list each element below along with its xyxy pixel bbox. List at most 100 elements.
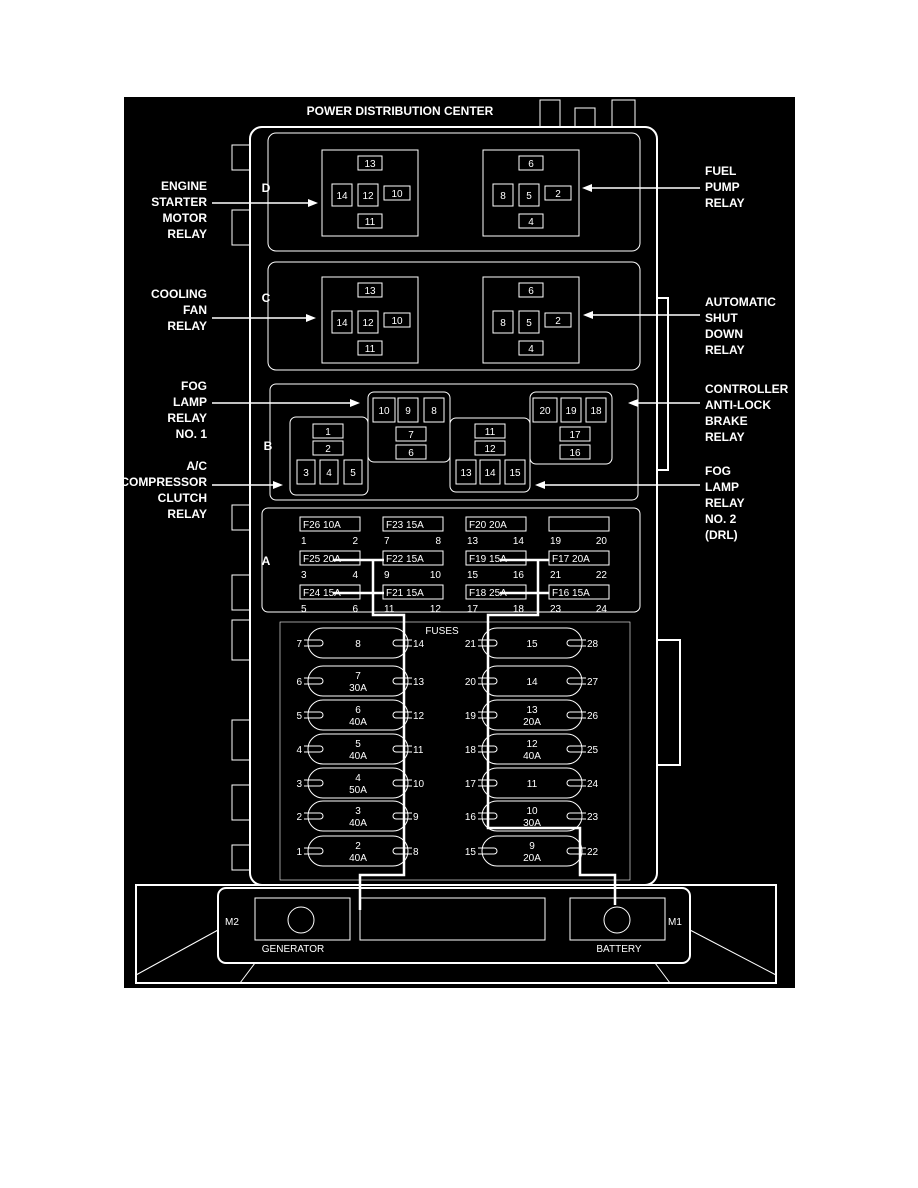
- maxi-fuse-pin: 13: [413, 677, 425, 688]
- relay-1: [482, 149, 580, 237]
- maxi-fuse-pin: 23: [587, 812, 599, 823]
- relay-pin: [395, 426, 427, 442]
- relay-pin-number: 6: [528, 159, 534, 170]
- mini-fuse-pin: 24: [596, 604, 608, 615]
- mini-fuse-pin: 23: [550, 604, 562, 615]
- callout-label-right: RELAY: [705, 343, 745, 357]
- mini-fuse-label: F26 10A: [303, 520, 341, 531]
- callout-label-left: COOLING: [151, 287, 207, 301]
- relay-pin: [559, 444, 591, 460]
- mini-fuse-pin: 22: [596, 570, 608, 581]
- generator-terminal: [254, 897, 351, 941]
- mini-fuse-label: F20 20A: [469, 520, 507, 531]
- maxi-fuse-pin: 21: [465, 639, 477, 650]
- relay-pin: [331, 310, 353, 334]
- maxi-fuse: [481, 767, 583, 799]
- relay-pin: [544, 185, 572, 201]
- maxi-fuse-number: 12: [526, 739, 538, 750]
- maxi-fuse-blade: [304, 812, 412, 820]
- bus-wire-right: [486, 558, 617, 905]
- m2-label: M2: [225, 917, 239, 928]
- maxi-fuse-blade: [478, 677, 586, 685]
- relay-pin-number: 2: [555, 189, 561, 200]
- relay-pin: [492, 183, 514, 207]
- relay-pin-number: 4: [528, 217, 534, 228]
- relay-pin: [395, 444, 427, 460]
- relay-pin: [585, 397, 607, 423]
- relay-pin: [518, 310, 540, 334]
- relay-pin-number: 14: [336, 318, 348, 329]
- callout-label-right: RELAY: [705, 196, 745, 210]
- mini-fuse-pin: 19: [550, 536, 562, 547]
- relay-pin-number: 12: [362, 318, 374, 329]
- maxi-fuse-blade: [304, 847, 412, 855]
- mini-fuse-label: F19 15A: [469, 554, 507, 565]
- section-label: B: [264, 439, 273, 453]
- relay-pin-number: 13: [364, 286, 376, 297]
- section-label: A: [262, 554, 271, 568]
- relay-pin-number: 14: [336, 191, 348, 202]
- relay-pin: [518, 340, 544, 356]
- maxi-fuse-pin: 24: [587, 779, 599, 790]
- relay-pin: [544, 312, 572, 328]
- relay-pin: [312, 423, 344, 439]
- relay-pin: [312, 440, 344, 456]
- diagram-title: POWER DISTRIBUTION CENTER: [307, 104, 494, 118]
- maxi-fuse: [307, 699, 409, 731]
- relay-pin: [357, 340, 383, 356]
- arrow-head-icon: [583, 311, 593, 319]
- arrow-head-icon: [628, 399, 638, 407]
- mini-fuse: [382, 516, 444, 532]
- relay-pin: [479, 459, 501, 485]
- mini-fuse-label: F25 20A: [303, 554, 341, 565]
- relay-pin: [383, 312, 411, 328]
- mini-fuse: [548, 550, 610, 566]
- maxi-fuse-rating: 40A: [349, 818, 367, 829]
- bus-bar: [359, 897, 546, 941]
- maxi-fuse-blade: [304, 639, 412, 647]
- arrow-head-icon: [535, 481, 545, 489]
- top-connector-tabs: [539, 99, 636, 127]
- callout-label-left: NO. 1: [176, 427, 208, 441]
- callout-label-left: COMPRESSOR: [120, 475, 207, 489]
- section-d-frame: [267, 132, 641, 252]
- mini-fuse-label: F16 15A: [552, 588, 590, 599]
- callout-label-left: CLUTCH: [158, 491, 207, 505]
- mini-fuse-label: F24 15A: [303, 588, 341, 599]
- callout-label-left: ENGINE: [161, 179, 207, 193]
- mini-fuse: [465, 550, 527, 566]
- callout-label-right: ANTI-LOCK: [705, 398, 771, 412]
- mini-fuse: [382, 584, 444, 600]
- callout-label-right: RELAY: [705, 430, 745, 444]
- mini-fuse-pin: 9: [384, 570, 390, 581]
- maxi-fuse-pin: 4: [296, 745, 302, 756]
- callout-label-right: AUTOMATIC: [705, 295, 776, 309]
- relay-pin-number: 20: [539, 406, 551, 417]
- relay-pin-number: 5: [350, 468, 356, 479]
- maxi-fuse-pin: 2: [296, 812, 302, 823]
- maxi-fuse-number: 7: [355, 671, 361, 682]
- battery-label: BATTERY: [596, 944, 642, 955]
- mini-fuse-pin: 14: [513, 536, 525, 547]
- callout-label-left: FAN: [183, 303, 207, 317]
- relay-pin-number: 14: [484, 468, 496, 479]
- relay-pin-number: 12: [484, 444, 496, 455]
- maxi-fuse-number: 8: [355, 639, 361, 650]
- relay-pin-number: 9: [405, 406, 411, 417]
- mini-fuse: [382, 550, 444, 566]
- mini-fuse-pin: 2: [352, 536, 358, 547]
- mini-fuse: [465, 516, 527, 532]
- maxi-fuse: [481, 800, 583, 832]
- relay-pin: [518, 282, 544, 298]
- mini-fuse-pin: 3: [301, 570, 307, 581]
- mini-fuse-pin: 4: [352, 570, 358, 581]
- callout-label-left: MOTOR: [163, 211, 208, 225]
- relay-pin-number: 2: [325, 444, 331, 455]
- mini-fuse-pin: 20: [596, 536, 608, 547]
- maxi-fuse-pin: 14: [413, 639, 425, 650]
- mini-fuse-label: F18 25A: [469, 588, 507, 599]
- maxi-fuse: [307, 767, 409, 799]
- mini-fuse-pin: 12: [430, 604, 442, 615]
- maxi-fuse-number: 11: [527, 779, 538, 790]
